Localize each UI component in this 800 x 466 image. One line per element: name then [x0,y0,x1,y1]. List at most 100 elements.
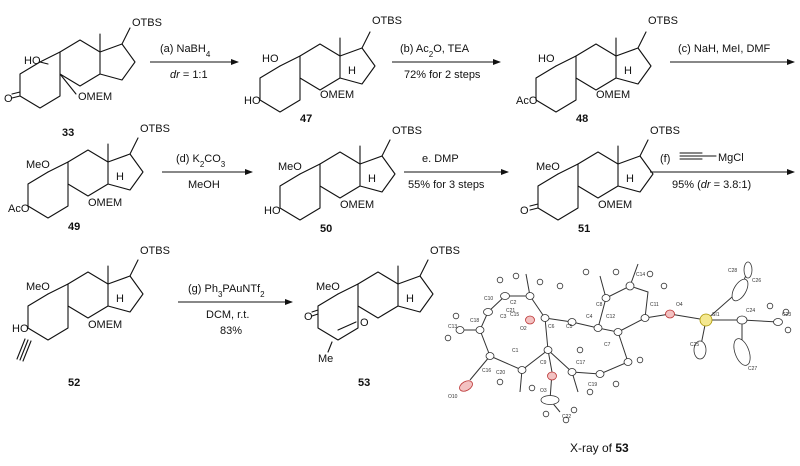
acetoxy-label: AcO [8,203,30,215]
atom-label-c9: C9 [540,360,547,366]
step-e: e. DMP 55% for 3 steps [404,153,509,191]
atom-label-c25: C25 [690,342,699,348]
compound-53: OTBS MeO H O O Me 53 [304,245,460,389]
methoxy-label: MeO [26,159,50,171]
bridge-o-label: O [360,317,369,329]
otbs-label: OTBS [140,123,170,135]
atom-label-c1: C1 [512,348,519,354]
atom-label-c18: C18 [470,318,479,324]
atom-label-c28: C28 [728,268,737,274]
atom-label-c10: C10 [484,296,493,302]
compound-33: OTBS HO OMEM O 33 [4,17,162,139]
atom-label-si1: SI1 [712,312,720,318]
atom-label-c7: C7 [604,342,611,348]
h-label: H [624,65,632,77]
otbs-label: OTBS [648,15,678,27]
step-a-dr: dr = 1:1 [170,69,208,81]
h-label: H [116,171,124,183]
step-c: (c) NaH, MeI, DMF [670,43,795,65]
atom-label-c27: C27 [748,366,757,372]
compound-49: OTBS MeO H OMEM AcO 49 [8,123,170,233]
step-b-yield: 72% for 2 steps [404,69,481,81]
omem-label: OMEM [88,197,122,209]
atom-label-c5: C5 [566,324,573,330]
step-f-reagent: MgCl [718,152,744,164]
h-label: H [406,293,414,305]
atom-label-c13: C13 [448,324,457,330]
otbs-label: OTBS [392,125,422,137]
atom-label-c14: C14 [636,272,645,278]
compound-number: 48 [576,113,588,125]
step-f: (f) MgCl 95% (dr = 3.8:1) [650,152,795,191]
methoxy-label: MeO [536,161,560,173]
step-a-reagent: (a) NaBH4 [160,43,211,59]
atom-label-c19: C19 [588,382,597,388]
atom-label-c17: C17 [576,360,585,366]
omem-label: OMEM [340,199,374,211]
h-label: H [368,173,376,185]
methoxy-label: MeO [278,161,302,173]
hydroxy-label-2: HO [244,95,261,107]
step-f-label: (f) [660,153,670,165]
atom-label-c3: C3 [500,314,507,320]
ketone-o-label: O [4,93,13,105]
atom-label-c8: C8 [596,302,603,308]
step-d-reagent: (d) K2CO3 [176,153,226,169]
step-b-reagent: (b) Ac2O, TEA [400,43,470,59]
atom-label-o4: O4 [676,302,683,308]
atom-label-c26: C26 [752,278,761,284]
step-g-yield: 83% [220,325,242,337]
step-e-yield: 55% for 3 steps [408,179,485,191]
atom-label-o3: O3 [540,388,547,394]
hydroxy-label: HO [262,53,279,65]
compound-51: OTBS MeO H OMEM O 51 [520,125,680,235]
compound-number: 53 [358,377,370,389]
step-d-solvent: MeOH [188,179,220,191]
omem-label: OMEM [598,199,632,211]
h-label: H [626,173,634,185]
compound-number: 50 [320,223,332,235]
step-c-reagent: (c) NaH, MeI, DMF [678,43,771,55]
compound-number: 33 [62,127,74,139]
xray-caption: X-ray of 53 [570,441,629,455]
atom-label-o2: O2 [520,326,527,332]
step-d: (d) K2CO3 MeOH [162,153,253,191]
compound-48: OTBS HO H OMEM AcO 48 [516,15,678,125]
atom-label-c22: C22 [562,414,571,420]
atom-label-c6: C6 [548,324,555,330]
ketone-o-label: O [520,205,529,217]
hydroxy-label: HO [538,53,555,65]
step-a: (a) NaBH4 dr = 1:1 [150,43,239,81]
compound-number: 51 [578,223,590,235]
atom-label-c24: C24 [746,308,755,314]
atom-label-c12: C12 [606,314,615,320]
compound-50: OTBS MeO H OMEM HO 50 [264,125,422,235]
atom-label-c15: C15 [510,312,519,318]
ketone-o-label: O [304,311,313,323]
omem-label: OMEM [320,89,354,101]
hydroxy-label: HO [264,205,281,217]
compound-number: 49 [68,221,80,233]
omem-label: OMEM [596,89,630,101]
h-label: H [116,293,124,305]
h-label: H [348,65,356,77]
omem-label: OMEM [78,91,112,103]
methyl-label: Me [318,353,333,365]
atom-label-c16: C16 [482,368,491,374]
otbs-label: OTBS [430,245,460,257]
step-b: (b) Ac2O, TEA 72% for 2 steps [392,43,501,81]
compound-number: 47 [300,113,312,125]
atom-label-c11: C11 [650,302,659,308]
otbs-label: OTBS [140,245,170,257]
compound-number: 52 [68,377,80,389]
compound-47: OTBS HO H OMEM HO 47 [244,15,402,125]
atom-label-o10: O10 [448,394,458,400]
step-g-reagent: (g) Ph3PAuNTf2 [188,283,265,299]
atom-label-c20: C20 [496,370,505,376]
step-f-yield: 95% (dr = 3.8:1) [672,179,751,191]
atom-label-c4: C4 [586,314,593,320]
atom-label-c21: C21 [506,308,515,314]
